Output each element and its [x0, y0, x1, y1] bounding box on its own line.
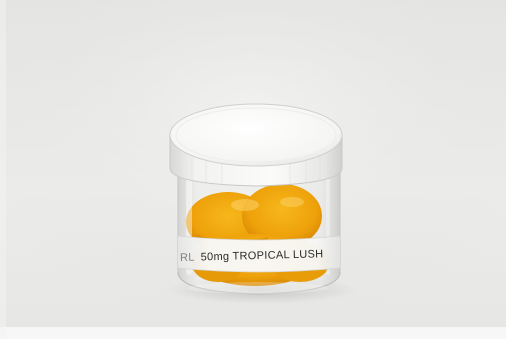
jar-label-text: 50mg TROPICAL LUSH — [200, 248, 324, 264]
jar-label: RL 50mg TROPICAL LUSH — [179, 244, 324, 268]
jar-label-prefix: RL — [179, 251, 195, 264]
